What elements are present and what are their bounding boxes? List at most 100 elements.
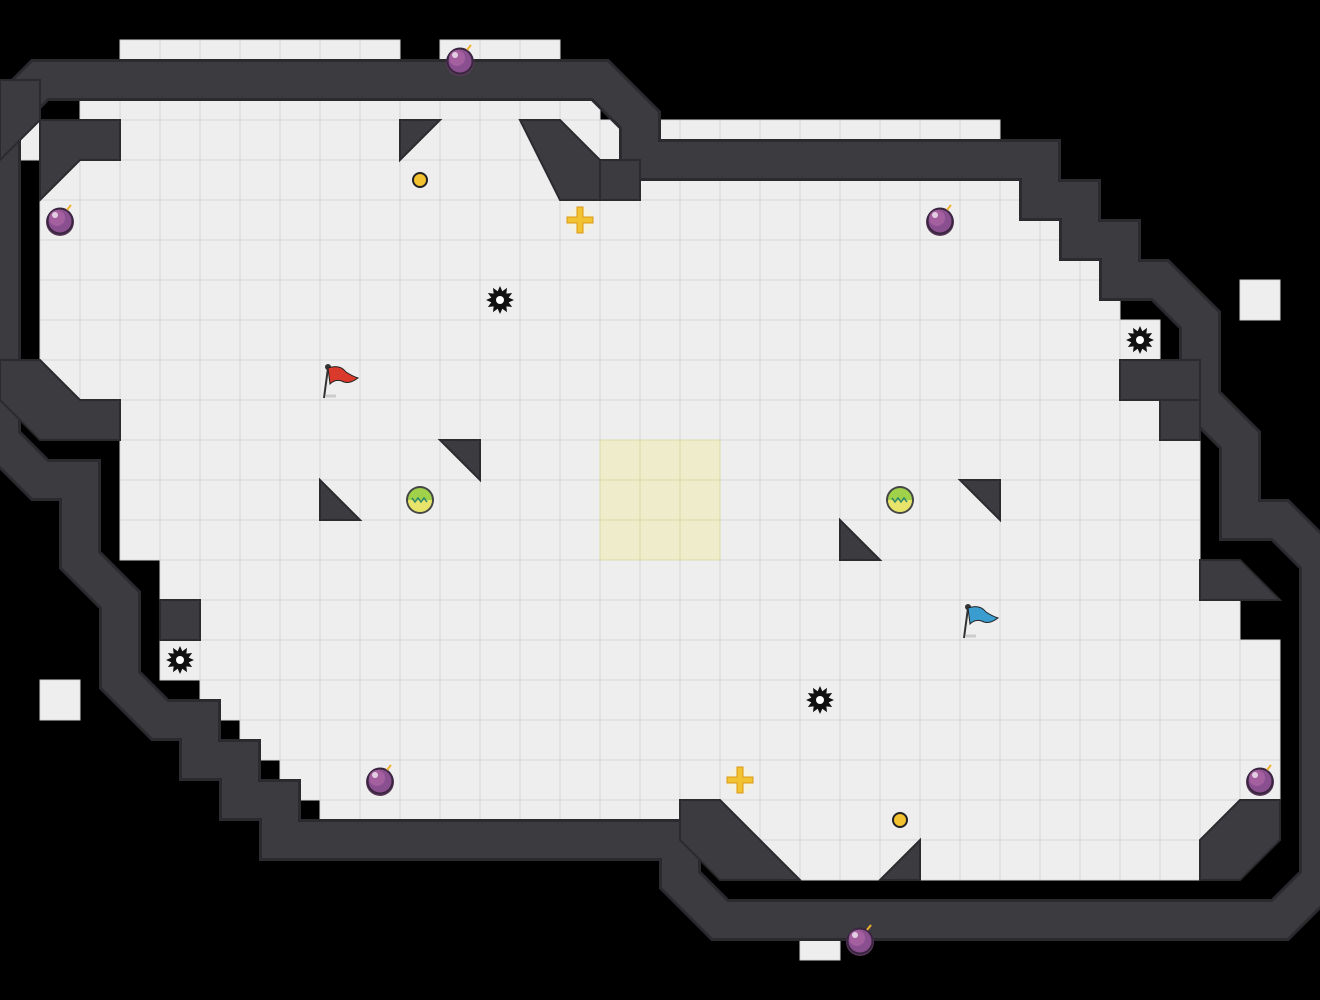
floor-tile: [879, 199, 921, 241]
powerup-icon: [886, 486, 914, 514]
floor-tile: [1039, 719, 1081, 761]
floor-tile: [1199, 639, 1241, 681]
floor-tile: [759, 279, 801, 321]
floor-tile: [159, 479, 201, 521]
floor-tile: [759, 479, 801, 521]
floor-tile: [599, 759, 641, 801]
floor-tile: [1079, 799, 1121, 841]
floor-tile: [439, 199, 481, 241]
floor-tile: [1119, 479, 1161, 521]
button-icon: [892, 812, 908, 828]
floor-tile: [199, 319, 241, 361]
bomb-icon: [46, 204, 74, 236]
floor-tile: [959, 759, 1001, 801]
floor-tile: [359, 519, 401, 561]
floor-tile: [1039, 319, 1081, 361]
floor-tile: [679, 599, 721, 641]
floor-tile: [159, 439, 201, 481]
floor-tile: [799, 759, 841, 801]
floor-tile: [399, 439, 441, 481]
floor-tile: [959, 639, 1001, 681]
floor-tile: [879, 679, 921, 721]
floor-tile: [239, 479, 281, 521]
floor-tile: [79, 199, 121, 241]
floor-tile: [239, 199, 281, 241]
bomb-highlight: [929, 210, 945, 226]
boost-icon: [726, 766, 754, 794]
floor-tile: [119, 159, 161, 201]
floor-tile: [279, 439, 321, 481]
floor-tile: [399, 359, 441, 401]
spike-icon: [806, 686, 834, 714]
floor-tile: [639, 759, 681, 801]
floor-tile: [959, 319, 1001, 361]
floor-tile: [639, 239, 681, 281]
floor-tile: [959, 519, 1001, 561]
floor-tile: [839, 359, 881, 401]
floor-tile: [479, 679, 521, 721]
floor-tile: [999, 639, 1041, 681]
floor-tile: [559, 599, 601, 641]
floor-tile: [719, 479, 761, 521]
floor-tile: [799, 519, 841, 561]
floor-tile: [999, 519, 1041, 561]
floor-tile: [799, 559, 841, 601]
floor-tile: [599, 359, 641, 401]
floor-tile: [559, 279, 601, 321]
floor-tile: [639, 719, 681, 761]
wall-block: [877, 837, 921, 881]
floor-tile: [359, 319, 401, 361]
floor-tile: [239, 679, 281, 721]
floor-tile: [839, 759, 881, 801]
floor-tile: [39, 239, 81, 281]
floor-tile: [479, 239, 521, 281]
floor-tile: [239, 639, 281, 681]
floor-tile: [319, 159, 361, 201]
floor-tile: [159, 319, 201, 361]
floor-tile: [719, 279, 761, 321]
floor-tile: [839, 639, 881, 681]
floor-tile: [39, 319, 81, 361]
floor-tile: [799, 599, 841, 641]
floor-tile: [559, 399, 601, 441]
floor-tile: [879, 639, 921, 681]
floor-tile: [1039, 679, 1081, 721]
floor-tile: [759, 599, 801, 641]
bomb-icon: [926, 204, 954, 236]
floor-tile: [319, 239, 361, 281]
floor-tile: [1119, 759, 1161, 801]
powerup-zigzag: [411, 496, 428, 504]
floor-tile: [999, 599, 1041, 641]
floor-tile: [399, 239, 441, 281]
wall-block: [159, 599, 201, 641]
floor-tile: [719, 519, 761, 561]
floor-tile: [679, 639, 721, 681]
floor-tile: [559, 439, 601, 481]
floor-tile: [999, 319, 1041, 361]
bomb-shine: [852, 932, 858, 938]
floor-tile: [279, 359, 321, 401]
wall-triangle: [839, 517, 883, 561]
floor-tile: [919, 519, 961, 561]
floor-tile: [159, 119, 201, 161]
floor-tile: [79, 319, 121, 361]
floor-tile: [199, 479, 241, 521]
floor-tile: [119, 199, 161, 241]
floor-tile: [359, 599, 401, 641]
floor-tile: [399, 719, 441, 761]
item-layer: [46, 44, 1274, 956]
floor-tile: [959, 799, 1001, 841]
floor-tile: [399, 599, 441, 641]
floor-tile: [879, 599, 921, 641]
floor-tile: [439, 759, 481, 801]
zone-tile: [599, 479, 641, 521]
wall-block: [599, 159, 641, 201]
powerup-lower: [888, 500, 912, 512]
floor-tile: [399, 559, 441, 601]
floor-tile: [199, 279, 241, 321]
floor-tile: [679, 399, 721, 441]
floor-tile: [799, 799, 841, 841]
floor-tile: [519, 399, 561, 441]
floor-tile: [919, 359, 961, 401]
floor-tile: [399, 199, 441, 241]
